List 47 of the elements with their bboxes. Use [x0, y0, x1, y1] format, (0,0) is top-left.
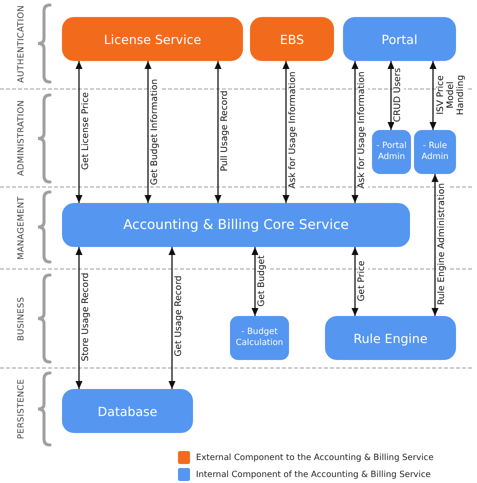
double-arrow	[252, 247, 258, 316]
edge-label: Get Price	[358, 260, 368, 302]
edge-label: CRUD Users	[394, 66, 404, 124]
double-arrow	[76, 61, 82, 203]
component-label: Portal	[382, 32, 418, 46]
component-box	[62, 389, 193, 433]
legend-label: External Component to the Accounting & Billing Service	[196, 452, 434, 464]
layer-label: BUSINESS	[17, 296, 27, 342]
edge-label: Pull Usage Record	[221, 90, 231, 172]
component-box	[343, 17, 456, 61]
double-arrow	[432, 174, 438, 316]
edge-label: Store Usage Record	[82, 272, 92, 362]
component-box	[230, 316, 289, 360]
double-arrow	[76, 247, 82, 389]
component-label: - Rule Admin	[420, 141, 450, 163]
edge-label: Get Budget Information	[151, 78, 161, 186]
component-label: - Portal Admin	[375, 141, 408, 163]
double-arrow	[144, 61, 152, 203]
double-arrow	[388, 61, 394, 130]
edge-label: Get Usage Record	[175, 274, 185, 358]
layer-label: MANAGEMENT	[17, 196, 27, 260]
double-arrow	[352, 247, 358, 316]
edge-label: Ask for Usage Information	[358, 70, 368, 190]
component-box	[325, 316, 456, 360]
component-label: Database	[98, 404, 158, 418]
edge-label: Ask for Usage Information	[289, 70, 299, 190]
component-label: - Budget Calculation	[234, 327, 284, 349]
edge-label: Get Budget	[258, 254, 268, 308]
component-box	[62, 17, 243, 61]
legend-label: Internal Component of the Accounting & Billing Service	[196, 468, 431, 480]
component-box	[62, 203, 410, 247]
component-label: EBS	[280, 32, 304, 46]
edge-label: Rule Engine Administration	[438, 182, 448, 306]
component-box	[414, 130, 456, 174]
double-arrow	[430, 61, 436, 130]
component-label: Accounting & Billing Core Service	[123, 216, 349, 234]
component-label: Rule Engine	[353, 330, 428, 346]
layer-label: AUTHENTICATION	[17, 5, 27, 83]
component-box	[250, 17, 334, 61]
double-arrow	[168, 247, 176, 389]
layer-label: ADMINISTRATION	[17, 100, 27, 176]
component-label: License Service	[104, 32, 202, 46]
layer-label: PERSISTENCE	[17, 378, 27, 440]
double-arrow	[214, 61, 222, 203]
component-box	[372, 130, 411, 174]
double-arrow	[282, 61, 290, 203]
double-arrow	[352, 61, 358, 203]
